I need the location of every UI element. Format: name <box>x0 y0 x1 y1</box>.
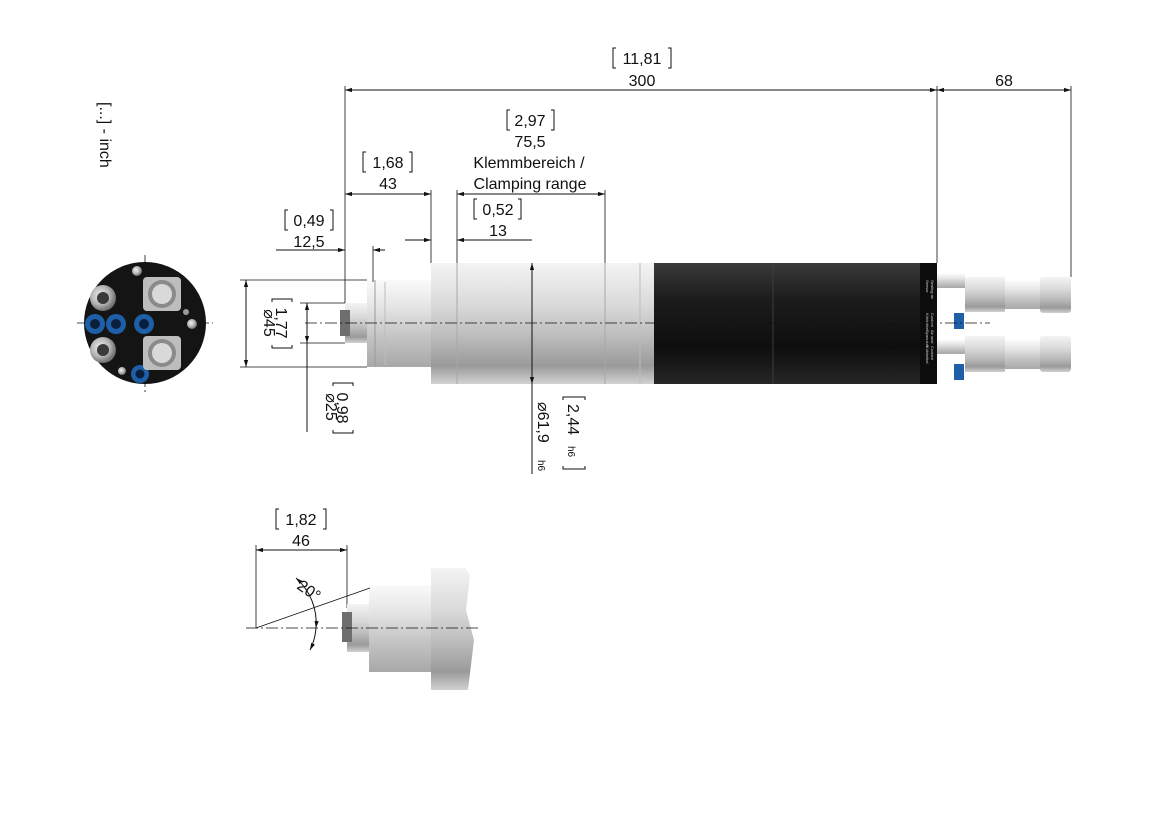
dim-dia25-inch: 0,98 <box>333 392 350 423</box>
angle-label: 20° <box>294 577 324 605</box>
dim-clamping-mm: 75,5 <box>514 134 545 151</box>
dim-step125-inch: 0,49 <box>293 213 324 230</box>
end-view <box>77 255 213 392</box>
dim-front-inch: 1,68 <box>372 155 403 172</box>
detail-housing-cut <box>431 568 474 690</box>
rear-connectors <box>937 274 1071 380</box>
detail-front-cap <box>369 585 431 672</box>
dim-step13-mm: 13 <box>489 223 507 240</box>
connector-label-8: Coolant <box>930 346 935 361</box>
dim-dia619-inch-suffix: h6 <box>565 446 576 458</box>
connector-label-2: Sealing air <box>930 280 935 300</box>
detail-view: 1,82 46 20° <box>246 508 480 690</box>
dim-dia25-mm: ⌀25 <box>322 393 339 421</box>
dim-dia619-mm: ⌀61,9 <box>534 402 551 443</box>
dimension-texts: 11,81 300 68 2,97 75,5 Klemmbereich / Cl… <box>260 47 1013 472</box>
unit-note: [...] - inch <box>96 102 113 168</box>
steel-housing <box>431 263 654 384</box>
dim-front-mm: 43 <box>379 176 397 193</box>
connector-label-3: Kühlmittel <box>925 313 930 331</box>
connector-label-5: Spannluft <box>925 330 930 348</box>
connector-label-1: Sensor <box>925 280 930 293</box>
side-view: Sensor Sealing air Kühlmittel Coolant Sp… <box>305 263 1071 384</box>
connector-label-7: Kühlmittel <box>925 346 930 364</box>
dim-clamping-inch: 2,97 <box>514 113 545 130</box>
dim-connector-mm: 68 <box>995 73 1013 90</box>
dim-detail-inch: 1,82 <box>285 512 316 529</box>
connector-label-6: Air seal <box>930 330 935 343</box>
dim-overall-inch: 11,81 <box>623 51 662 68</box>
clamping-label-de: Klemmbereich / <box>473 155 585 172</box>
dim-dia619-inch: 2,44 <box>564 404 581 435</box>
dim-dia619-mm-suffix: h6 <box>535 460 546 472</box>
dim-dia45-inch: 1,77 <box>272 307 289 338</box>
rear-cap <box>920 263 937 384</box>
dim-step125-mm: 12,5 <box>293 234 324 251</box>
dim-overall-mm: 300 <box>629 73 656 90</box>
dim-step13-inch: 0,52 <box>482 202 513 219</box>
front-cap <box>367 280 431 367</box>
clamping-label-en: Clamping range <box>474 176 587 193</box>
motor-body <box>654 263 937 384</box>
connector-label-4: Coolant <box>930 313 935 328</box>
dimension-lines <box>240 86 1072 474</box>
dim-detail-mm: 46 <box>292 533 310 550</box>
dim-dia45-mm: ⌀45 <box>260 309 277 337</box>
